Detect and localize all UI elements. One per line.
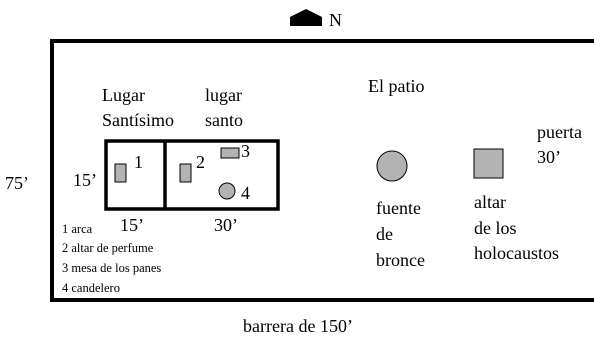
ark: [114, 163, 127, 183]
ark-number: 1: [134, 152, 143, 172]
courtyard-title: El patio: [368, 76, 425, 96]
legend-item-3: 3 mesa de los panes: [62, 261, 161, 275]
courtyard-wall: [50, 39, 594, 302]
tabernacle-width-dimension: 15’: [73, 170, 97, 190]
holy-of-holies-title-line2: Santísimo: [102, 110, 174, 130]
north-indicator: N: [290, 9, 342, 30]
lampstand-number: 4: [241, 183, 250, 203]
holy-place-length: 30’: [214, 215, 238, 235]
holy-place-title-line1: lugar: [205, 85, 242, 105]
bread-table-number: 3: [241, 141, 250, 161]
incense-altar-number: 2: [196, 152, 205, 172]
bronze-laver: [376, 150, 408, 182]
courtyard-wall-main: [50, 39, 594, 302]
door-label-line1: puerta: [537, 122, 582, 142]
tabernacle: [104, 139, 280, 211]
altar-label-line1: altar: [474, 192, 506, 212]
door-label-line2: 30’: [537, 147, 561, 167]
legend-item-1: 1 arca: [62, 222, 93, 236]
altar-label-line3: holocaustos: [474, 243, 559, 263]
lampstand: [218, 182, 236, 200]
barrier-label: barrera de 150’: [243, 316, 353, 336]
incense-altar: [179, 163, 192, 183]
laver-label-line3: bronce: [376, 250, 425, 270]
courtyard-side-dimension: 75’: [5, 173, 29, 193]
holy-of-holies-length: 15’: [120, 215, 144, 235]
holy-place-title-line2: santo: [205, 110, 243, 130]
laver-label-line2: de: [376, 224, 393, 244]
tabernacle-outline: [104, 139, 280, 211]
legend: 1 arca 2 altar de perfume 3 mesa de los …: [62, 222, 161, 295]
holy-of-holies-title-line1: Lugar: [102, 85, 145, 105]
bread-table: [220, 147, 240, 159]
burnt-offering-altar: [473, 148, 504, 179]
legend-item-2: 2 altar de perfume: [62, 241, 154, 255]
altar-label-line2: de los: [474, 218, 517, 238]
laver-label-line1: fuente: [376, 198, 421, 218]
legend-item-4: 4 candelero: [62, 281, 120, 295]
north-label: N: [329, 10, 342, 30]
north-arrow-icon: [290, 9, 322, 26]
